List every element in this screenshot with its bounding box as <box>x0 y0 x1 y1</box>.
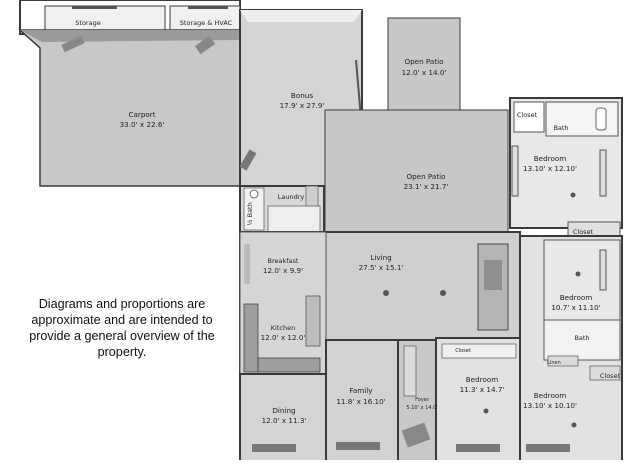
ceiling-fan-icon <box>383 192 581 428</box>
room-label-dining: Dining <box>272 406 295 415</box>
room-label-storage: Storage <box>75 19 100 27</box>
main-house <box>239 185 570 465</box>
room-dims-bedroom-top: 13.10' x 12.10' <box>523 164 577 173</box>
room-dims-open-patio-main: 23.1' x 21.7' <box>404 182 449 191</box>
room-label-carport: Carport <box>128 110 155 119</box>
room-dims-bedroom-mid: 10.7' x 11.10' <box>551 303 600 312</box>
room-dims-living: 27.5' x 15.1' <box>359 263 404 272</box>
room-label-foyer: Foyer <box>415 397 430 403</box>
room-label-bonus: Bonus <box>291 91 313 100</box>
room-label-closet-bedroom-low: Closet <box>455 348 471 354</box>
room-label-family: Family <box>349 386 373 395</box>
room-label-kitchen: Kitchen <box>271 324 295 332</box>
room-label-bedroom-right: Bedroom <box>534 391 567 400</box>
room-dims-bonus: 17.9' x 27.9' <box>280 101 325 110</box>
open-patio-main <box>324 109 509 233</box>
room-dims-foyer: 5.10' x 14.0' <box>406 405 437 411</box>
room-label-bath-mid: Bath <box>574 334 589 342</box>
room-label-closet-mid: Closet <box>573 228 594 236</box>
room-label-living: Living <box>370 253 391 262</box>
room-dims-kitchen: 12.0' x 12.0' <box>261 333 306 342</box>
room-dims-family: 11.8' x 16.10' <box>336 397 385 406</box>
room-label-storage-hvac: Storage & HVAC <box>180 19 233 27</box>
room-label-bedroom-mid: Bedroom <box>560 293 593 302</box>
room-label-closet-top: Closet <box>517 111 538 119</box>
room-label-laundry: Laundry <box>278 193 305 201</box>
room-dims-breakfast: 12.0' x 9.9' <box>263 266 303 275</box>
room-label-half-bath: ½ Bath <box>246 202 254 225</box>
room-label-breakfast: Breakfast <box>268 257 299 265</box>
right-wing <box>509 97 623 465</box>
room-label-open-patio-top: Open Patio <box>404 57 443 66</box>
room-dims-bedroom-low: 11.3' x 14.7' <box>460 385 505 394</box>
room-label-bedroom-low: Bedroom <box>466 375 499 384</box>
room-dims-bedroom-right: 13.10' x 10.10' <box>523 401 577 410</box>
room-label-linen: Linen <box>547 360 561 366</box>
storage-area <box>19 0 241 35</box>
open-patio-top <box>387 17 461 111</box>
room-label-closet-right: Closet <box>600 372 621 380</box>
room-dims-dining: 12.0' x 11.3' <box>262 416 307 425</box>
carport-area <box>18 29 241 187</box>
room-label-open-patio-main: Open Patio <box>406 172 445 181</box>
room-dims-open-patio-top: 12.0' x 14.0' <box>402 68 447 77</box>
disclaimer-note: Diagrams and proportions are approximate… <box>29 297 215 359</box>
room-label-bath-top: Bath <box>553 124 568 132</box>
room-label-bedroom-top: Bedroom <box>534 154 567 163</box>
room-dims-carport: 33.0' x 22.6' <box>120 120 165 129</box>
